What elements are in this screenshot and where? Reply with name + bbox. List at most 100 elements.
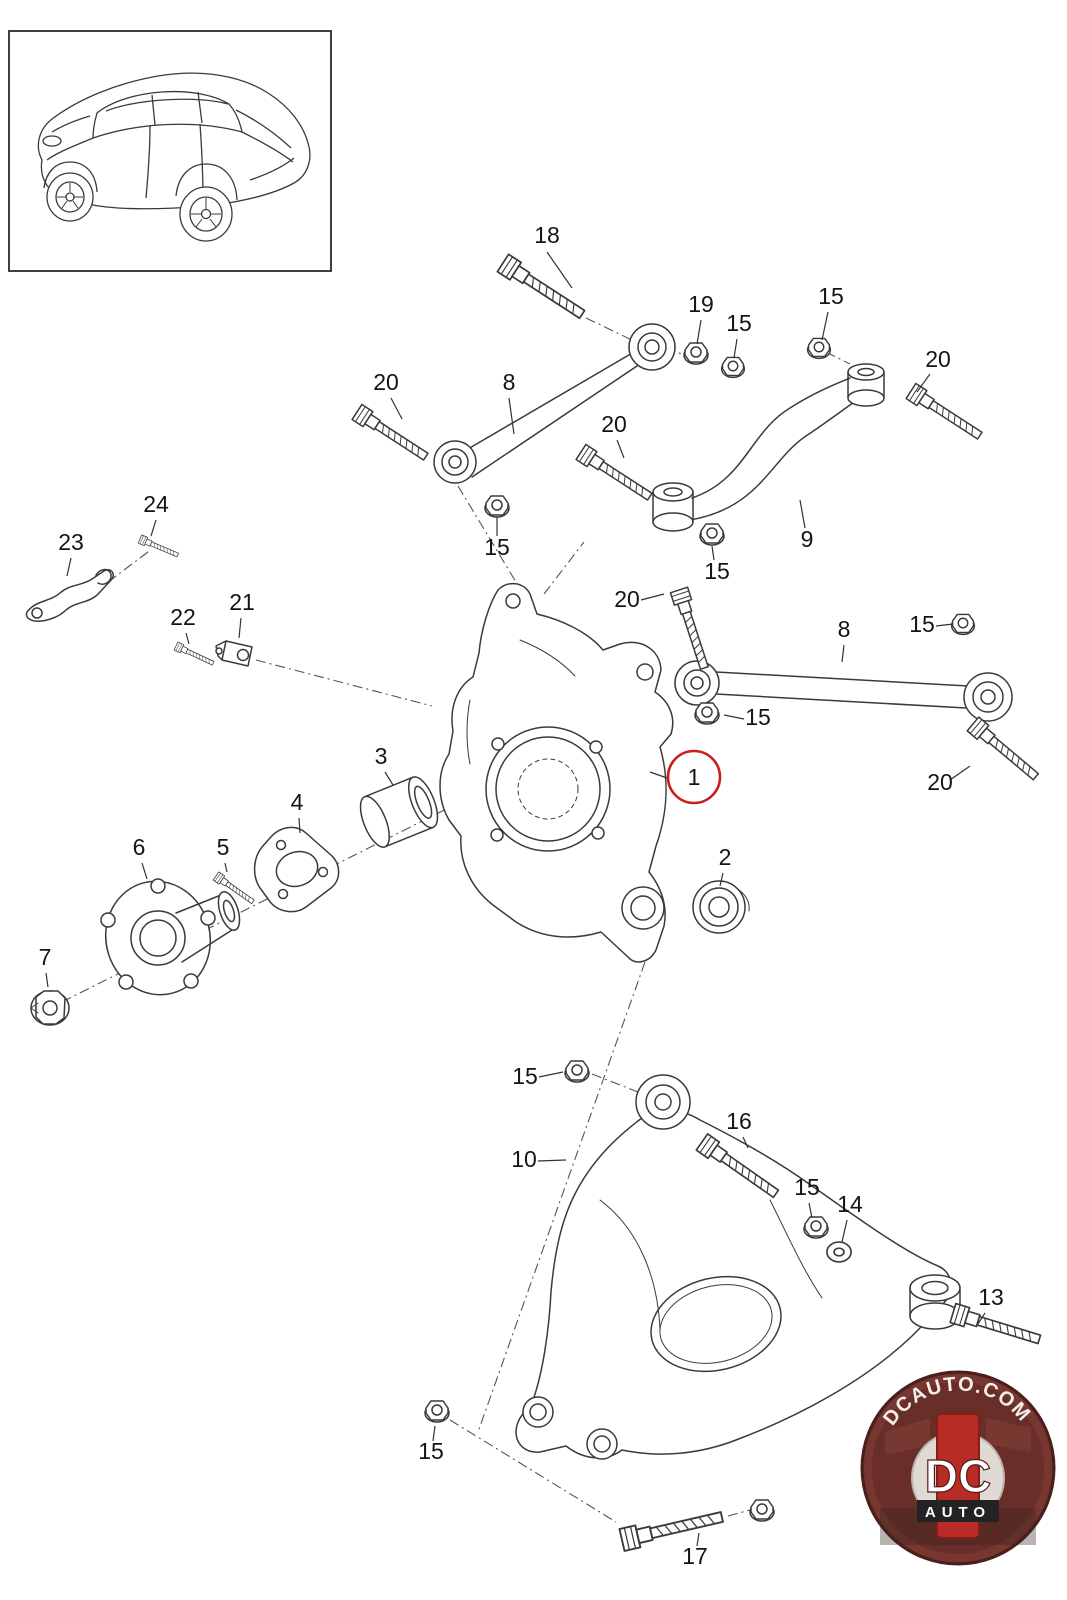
leader-line bbox=[821, 311, 829, 341]
part-label-8: 8 bbox=[503, 369, 516, 395]
part-screw-22 bbox=[173, 641, 216, 668]
leader-line bbox=[66, 557, 72, 577]
part-label-24: 24 bbox=[143, 491, 169, 517]
watermark-word: AUTO bbox=[925, 1504, 991, 1521]
part-washer-14 bbox=[826, 1241, 852, 1263]
part-label-14: 14 bbox=[837, 1191, 863, 1217]
part-label-17: 17 bbox=[682, 1543, 708, 1569]
part-label-20: 20 bbox=[925, 346, 951, 372]
part-bolt-20-top-right bbox=[905, 382, 986, 444]
part-bushing-2 bbox=[692, 880, 750, 934]
part-label-20: 20 bbox=[927, 769, 953, 795]
part-label-8: 8 bbox=[838, 616, 851, 642]
leader-line bbox=[640, 593, 665, 601]
part-lower-link-arm-8b bbox=[674, 660, 1013, 722]
part-label-22: 22 bbox=[170, 604, 196, 630]
part-nut-19 bbox=[683, 342, 709, 365]
part-label-21: 21 bbox=[229, 589, 255, 615]
part-bolt-17 bbox=[618, 1505, 726, 1552]
leader-line bbox=[45, 972, 49, 988]
leader-line bbox=[141, 862, 148, 880]
leader-line bbox=[224, 862, 228, 873]
part-bolt-18 bbox=[496, 253, 589, 324]
leader-line bbox=[949, 765, 971, 781]
leader-line bbox=[298, 817, 301, 834]
part-label-4: 4 bbox=[291, 789, 304, 815]
part-bolt-13 bbox=[949, 1302, 1043, 1350]
leader-line bbox=[546, 251, 573, 289]
part-wheel-carrier-1 bbox=[439, 582, 674, 963]
leader-line bbox=[977, 1312, 986, 1325]
part-bolt-20-bottom-right bbox=[966, 716, 1043, 785]
leader-line bbox=[723, 714, 745, 720]
leader-line bbox=[696, 1532, 700, 1547]
part-screw-24 bbox=[137, 534, 180, 560]
part-label-15: 15 bbox=[818, 283, 844, 309]
part-nut-15-d bbox=[699, 523, 725, 546]
leader-line bbox=[185, 632, 190, 645]
part-curved-arm-9 bbox=[652, 363, 885, 532]
part-bolt-20-center bbox=[669, 586, 714, 672]
leader-line bbox=[390, 397, 403, 420]
part-nut-15-b bbox=[806, 337, 832, 360]
part-label-15: 15 bbox=[745, 704, 771, 730]
part-label-15: 15 bbox=[794, 1174, 820, 1200]
part-nut-15-c bbox=[484, 495, 510, 518]
leader-line bbox=[841, 1219, 848, 1243]
part-upper-link-arm-8a bbox=[433, 323, 676, 484]
part-label-1: 1 bbox=[688, 764, 701, 790]
part-label-19: 19 bbox=[688, 291, 714, 317]
leader-line bbox=[238, 617, 242, 639]
part-label-3: 3 bbox=[375, 743, 388, 769]
watermark-monogram: DC bbox=[925, 1450, 991, 1502]
part-cover-plate-4 bbox=[253, 826, 340, 913]
part-label-13: 13 bbox=[978, 1284, 1004, 1310]
part-sensor-21 bbox=[215, 640, 253, 667]
part-label-18: 18 bbox=[534, 222, 560, 248]
leader-line bbox=[616, 439, 625, 459]
part-bolt-20-mid bbox=[575, 443, 656, 505]
leader-line bbox=[935, 623, 954, 627]
part-nut-15-e bbox=[950, 613, 976, 636]
leader-line bbox=[696, 319, 702, 345]
part-label-15: 15 bbox=[726, 310, 752, 336]
leader-line bbox=[711, 545, 715, 561]
part-nut-17-end bbox=[749, 1499, 775, 1522]
leader-line bbox=[916, 373, 931, 393]
part-bearing-sleeve-3 bbox=[359, 776, 439, 848]
part-axle-nut-7 bbox=[30, 990, 70, 1026]
part-label-20: 20 bbox=[373, 369, 399, 395]
part-label-5: 5 bbox=[217, 834, 230, 860]
part-retaining-bracket-23 bbox=[25, 568, 115, 622]
leader-line bbox=[799, 499, 806, 529]
part-wheel-hub-6 bbox=[100, 878, 241, 996]
leader-line bbox=[733, 338, 738, 359]
leader-line bbox=[538, 1071, 564, 1078]
part-label-7: 7 bbox=[39, 944, 52, 970]
part-bolt-20-left bbox=[351, 403, 432, 465]
part-lower-control-arm-10 bbox=[515, 1074, 961, 1460]
leader-line bbox=[742, 1136, 749, 1149]
part-nut-15-i bbox=[424, 1400, 450, 1423]
leader-line bbox=[150, 519, 157, 537]
part-label-16: 16 bbox=[726, 1108, 752, 1134]
part-label-15: 15 bbox=[418, 1438, 444, 1464]
part-label-20: 20 bbox=[614, 586, 640, 612]
part-label-23: 23 bbox=[58, 529, 84, 555]
car-thumbnail bbox=[8, 30, 332, 272]
part-label-10: 10 bbox=[511, 1146, 537, 1172]
part-label-15: 15 bbox=[512, 1063, 538, 1089]
part-nut-15-g bbox=[564, 1060, 590, 1083]
leader-line bbox=[808, 1202, 813, 1219]
part-label-15: 15 bbox=[909, 611, 935, 637]
part-label-9: 9 bbox=[801, 526, 814, 552]
leader-line bbox=[537, 1159, 567, 1162]
leader-line bbox=[719, 872, 724, 887]
part-label-15: 15 bbox=[704, 558, 730, 584]
highlight-circle bbox=[666, 749, 722, 805]
part-nut-15-f bbox=[694, 702, 720, 725]
leader-line bbox=[841, 644, 845, 663]
